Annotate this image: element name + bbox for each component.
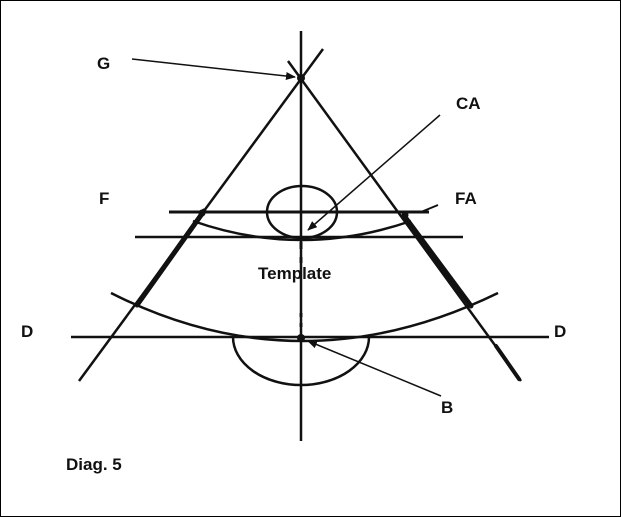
left-side-thick-segment <box>134 208 207 308</box>
diagram-caption: Diag. 5 <box>66 455 122 474</box>
label-d-right: D <box>554 322 566 341</box>
g-arrow <box>131 58 296 80</box>
ca-circle <box>265 184 339 240</box>
label-g: G <box>97 54 110 73</box>
label-ca: CA <box>456 94 481 113</box>
label-d-left: D <box>21 322 33 341</box>
left-f-point <box>198 209 206 217</box>
right-fa-point <box>401 211 409 219</box>
ca-arrow <box>307 114 441 231</box>
label-fa: FA <box>455 189 477 208</box>
right-side-line <box>286 60 523 382</box>
right-side-thick-segment <box>402 214 474 309</box>
fa-tick-line <box>420 204 439 213</box>
label-f: F <box>99 189 109 208</box>
g-point <box>297 74 305 82</box>
b-point <box>297 334 305 342</box>
template-lower-arc <box>110 291 499 343</box>
right-side-lower-thick-segment <box>494 344 521 381</box>
b-arrow <box>307 340 442 397</box>
label-template: Template <box>258 264 331 283</box>
b-semicircle <box>231 336 371 387</box>
label-b: B <box>441 398 453 417</box>
template-upper-arc <box>192 219 412 242</box>
